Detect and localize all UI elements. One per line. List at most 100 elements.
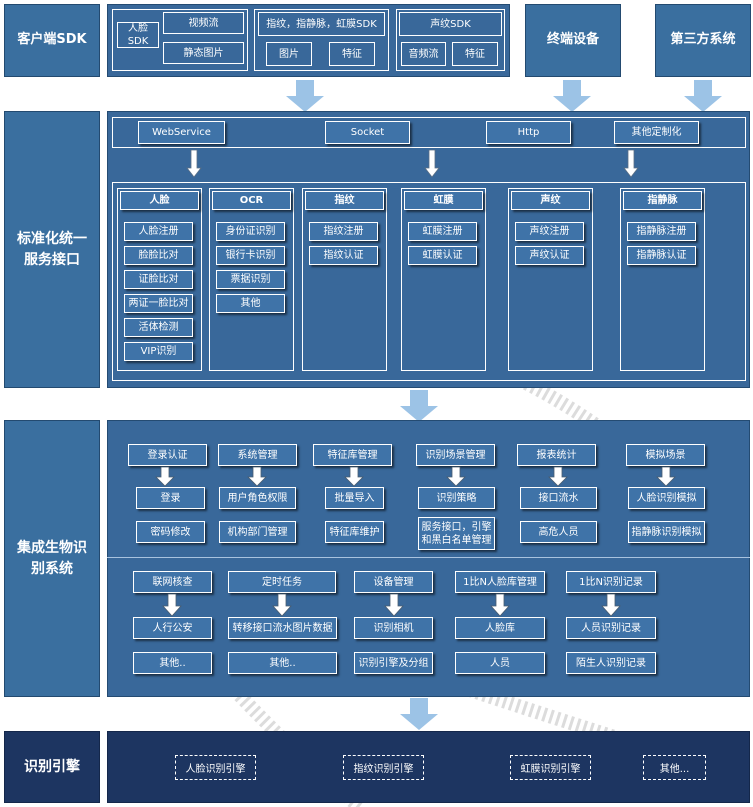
down-arrow-icon — [684, 80, 722, 112]
service-item: 指纹认证 — [309, 246, 378, 265]
small-down-arrow-icon — [548, 466, 568, 487]
engine-face: 人脸识别引擎 — [175, 755, 256, 780]
engine-panel — [107, 731, 750, 803]
watermark-stripe — [467, 683, 643, 752]
down-arrow-icon — [400, 390, 438, 422]
column-title-iris: 虹膜 — [404, 191, 483, 210]
group-head: 1比N人脸库管理 — [455, 571, 545, 593]
group-item: 人员识别记录 — [566, 617, 656, 639]
terminal-device-label: 终端设备 — [525, 4, 621, 77]
group-item: 人员 — [455, 652, 545, 674]
group-item: 识别策略 — [418, 487, 495, 509]
engine-other: 其他... — [643, 755, 706, 780]
feature-box-2: 特征 — [452, 42, 498, 66]
integration-label: 集成生物识 别系统 — [4, 420, 100, 697]
face-sdk-box: 人脸SDK — [117, 22, 159, 48]
interface-label: 标准化统一 服务接口 — [4, 111, 100, 388]
group-item: 服务接口，引擎 和黑白名单管理 — [418, 517, 495, 550]
protocol-custom: 其他定制化 — [614, 121, 699, 144]
service-item: VIP识别 — [124, 342, 193, 361]
finger-sdk-box: 指纹，指静脉，虹膜SDK — [258, 12, 385, 36]
service-item: 证脸比对 — [124, 270, 193, 289]
service-item: 指纹注册 — [309, 222, 378, 241]
image-box: 图片 — [266, 42, 312, 66]
audio-stream-box: 音频流 — [401, 42, 446, 66]
client-sdk-label: 客户端SDK — [4, 4, 100, 77]
finger-sdk-group — [254, 9, 389, 71]
service-item: 身份证识别 — [216, 222, 285, 241]
group-item: 陌生人识别记录 — [566, 652, 656, 674]
voice-sdk-box: 声纹SDK — [399, 12, 502, 36]
service-item: 票据识别 — [216, 270, 285, 289]
small-down-arrow-icon — [272, 593, 292, 617]
protocol-webservice: WebService — [138, 121, 225, 144]
down-arrow-icon — [553, 80, 591, 112]
group-item: 高危人员 — [520, 521, 597, 543]
service-item: 脸脸比对 — [124, 246, 193, 265]
client-sdk-panel — [107, 4, 510, 77]
group-item: 其他.. — [228, 652, 337, 674]
group-item: 转移接口流水图片数据 — [228, 617, 337, 639]
group-item: 其他.. — [133, 652, 212, 674]
service-item: 指静脉认证 — [627, 246, 696, 265]
group-item: 指静脉识别模拟 — [628, 521, 705, 543]
column-title-fingerprint: 指纹 — [305, 191, 384, 210]
group-item: 用户角色权限 — [219, 487, 296, 509]
column-title-voiceprint: 声纹 — [511, 191, 590, 210]
group-head: 登录认证 — [128, 444, 207, 466]
integration-divider — [107, 557, 750, 558]
protocol-socket: Socket — [325, 121, 410, 144]
engine-fingerprint: 指纹识别引擎 — [343, 755, 424, 780]
third-party-label: 第三方系统 — [655, 4, 751, 77]
service-item: 两证一脸比对 — [124, 294, 193, 313]
engine-label: 识别引擎 — [4, 731, 100, 803]
group-item: 人脸识别模拟 — [628, 487, 705, 509]
down-arrow-icon — [286, 80, 324, 112]
static-image-box: 静态图片 — [163, 42, 244, 64]
group-head: 1比N识别记录 — [566, 571, 656, 593]
group-item: 识别引擎及分组 — [354, 652, 433, 674]
group-head: 识别场景管理 — [416, 444, 495, 466]
voice-sdk-group — [396, 9, 505, 71]
group-item: 登录 — [136, 487, 205, 509]
group-item: 人行公安 — [133, 617, 212, 639]
video-stream-box: 视频流 — [163, 12, 244, 34]
group-head: 模拟场景 — [626, 444, 705, 466]
column-title-face: 人脸 — [120, 191, 199, 210]
column-face — [117, 188, 202, 371]
column-finger-vein — [620, 188, 705, 371]
service-item: 其他 — [216, 294, 285, 313]
group-item: 密码修改 — [136, 521, 205, 543]
column-title-ocr: OCR — [212, 191, 291, 210]
group-head: 定时任务 — [228, 571, 336, 593]
small-down-arrow-icon — [490, 593, 510, 617]
column-title-finger-vein: 指静脉 — [623, 191, 702, 210]
group-head: 联网核查 — [133, 571, 212, 593]
column-fingerprint — [302, 188, 387, 371]
small-down-arrow-icon — [186, 149, 202, 178]
small-down-arrow-icon — [155, 466, 175, 487]
group-head: 报表统计 — [517, 444, 596, 466]
column-ocr — [209, 188, 294, 371]
small-down-arrow-icon — [623, 149, 639, 178]
service-item: 指静脉注册 — [627, 222, 696, 241]
protocol-http: Http — [486, 121, 571, 144]
small-down-arrow-icon — [424, 149, 440, 178]
service-item: 人脸注册 — [124, 222, 193, 241]
service-columns-area — [112, 182, 746, 381]
service-item: 虹膜认证 — [408, 246, 477, 265]
small-down-arrow-icon — [162, 593, 182, 617]
group-item: 接口流水 — [520, 487, 597, 509]
small-down-arrow-icon — [247, 466, 267, 487]
small-down-arrow-icon — [446, 466, 466, 487]
engine-iris: 虹膜识别引擎 — [510, 755, 591, 780]
service-item: 虹膜注册 — [408, 222, 477, 241]
group-item: 识别相机 — [354, 617, 433, 639]
group-item: 机构部门管理 — [219, 521, 296, 543]
small-down-arrow-icon — [656, 466, 676, 487]
small-down-arrow-icon — [384, 593, 404, 617]
